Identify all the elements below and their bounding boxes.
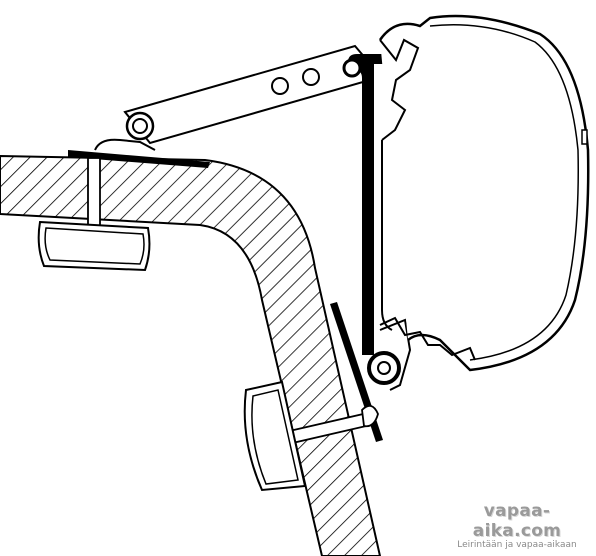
- wall-counter-plate: [243, 380, 307, 492]
- vehicle-wall-section: [0, 154, 382, 556]
- roof-counter-plate: [37, 220, 151, 272]
- roof-clamp-plate: [68, 138, 210, 168]
- watermark: vapaa-aika.com Leirintään ja vapaa-aikaa…: [442, 501, 592, 550]
- watermark-site: vapaa-aika.com: [472, 501, 562, 541]
- awning-cassette: [378, 14, 590, 372]
- watermark-tagline: Leirintään ja vapaa-aikaan: [457, 540, 577, 550]
- support-arm: [123, 44, 374, 145]
- adapter-rail: [342, 54, 388, 355]
